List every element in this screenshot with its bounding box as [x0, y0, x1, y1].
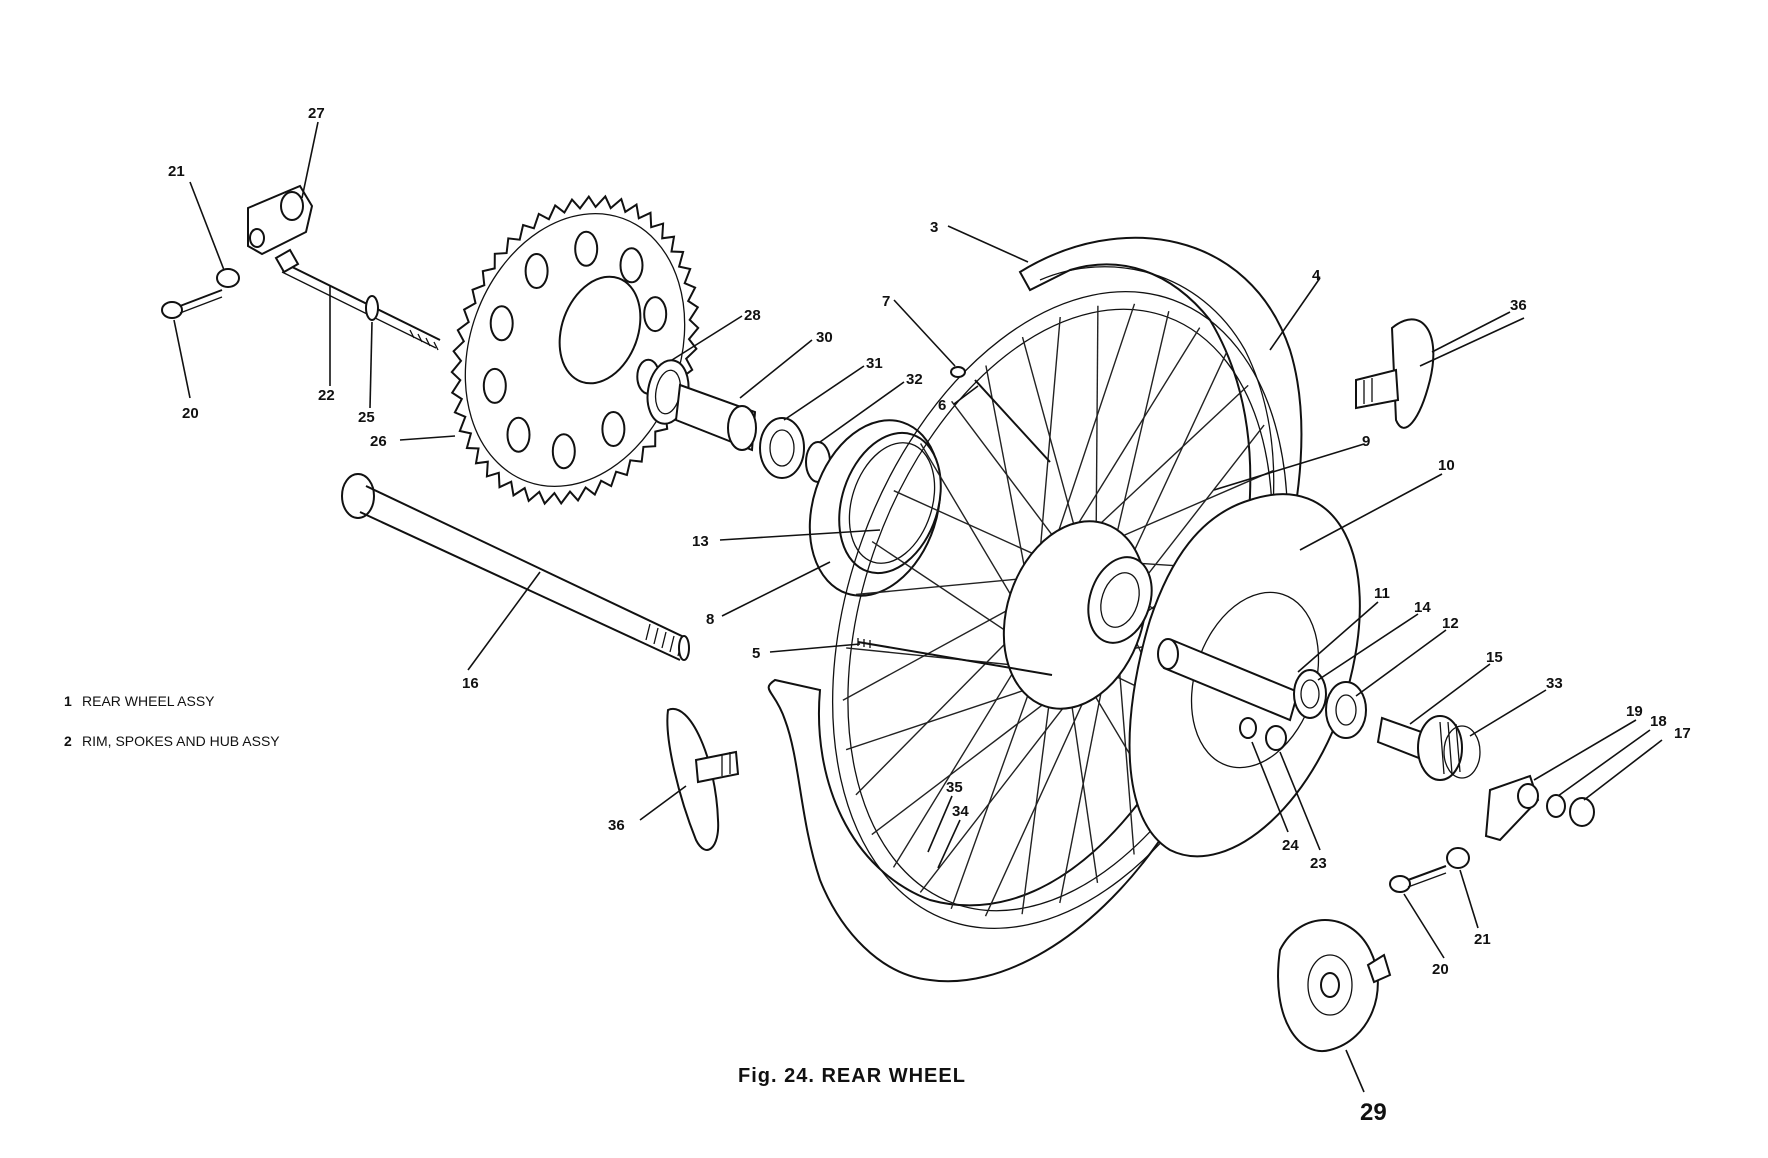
callout-16: 16 — [462, 675, 479, 692]
callout-8: 8 — [706, 611, 714, 628]
spoke-line — [1021, 336, 1084, 559]
callout-28: 28 — [744, 307, 761, 324]
sprocket-hole — [619, 247, 644, 284]
callout-14: 14 — [1414, 599, 1431, 616]
callout-4: 4 — [1312, 267, 1321, 284]
sprocket-hole — [643, 296, 668, 333]
callout-numbers: 27 21 20 22 25 26 28 30 31 32 13 8 16 5 … — [168, 105, 1691, 978]
callout-13: 13 — [692, 533, 709, 550]
wheel-spindle-16 — [341, 473, 690, 661]
callout-31: 31 — [866, 355, 883, 372]
spoke-line — [855, 575, 1046, 596]
sprocket-hole — [551, 433, 576, 470]
callout-3: 3 — [930, 219, 938, 236]
spacer-11 — [1157, 638, 1300, 722]
legend-1-text: REAR WHEEL ASSY — [82, 693, 215, 709]
adjuster-bolt-22 — [274, 248, 441, 351]
callout-17: 17 — [1674, 725, 1691, 742]
parts-legend: 1 REAR WHEEL ASSY 2 RIM, SPOKES AND HUB … — [64, 693, 280, 749]
sprocket-hole — [482, 367, 507, 404]
callout-21-left: 21 — [168, 163, 185, 180]
legend-1-number: 1 — [64, 693, 72, 709]
callout-6: 6 — [938, 397, 946, 414]
callout-24: 24 — [1282, 837, 1299, 854]
leader-lines — [173, 121, 1663, 1093]
callout-22: 22 — [318, 387, 335, 404]
spoke-line — [951, 400, 1070, 559]
callout-25: 25 — [358, 409, 375, 426]
sheet-number: 29 — [1360, 1099, 1387, 1126]
speedo-gearbox-29 — [1277, 919, 1392, 1053]
callout-12: 12 — [1442, 615, 1459, 632]
callout-32: 32 — [906, 371, 923, 388]
bolt-20-left — [161, 289, 223, 319]
callout-10: 10 — [1438, 457, 1455, 474]
spacer-30 — [674, 383, 757, 452]
washer-24 — [1239, 717, 1257, 739]
callout-15: 15 — [1486, 649, 1503, 666]
callout-27: 27 — [308, 105, 325, 122]
bolt-20-right — [1389, 865, 1447, 893]
callout-19: 19 — [1626, 703, 1643, 720]
bearing-12 — [1325, 681, 1367, 739]
chain-adjuster-27 — [247, 184, 314, 256]
hub — [1002, 520, 1153, 710]
callout-20-right: 20 — [1432, 961, 1449, 978]
speedo-drive-33 — [1417, 715, 1481, 781]
callout-20-left: 20 — [182, 405, 199, 422]
callout-21-right: 21 — [1474, 931, 1491, 948]
sprocket-26 — [450, 194, 700, 506]
rim-lock-36-right — [1355, 318, 1435, 429]
nut-21-left — [216, 268, 240, 288]
nut-21-right — [1446, 847, 1470, 869]
seal-14 — [1293, 669, 1327, 719]
washer-18 — [1546, 794, 1566, 818]
rim-lock-36-left — [666, 707, 740, 851]
sprocket-hole — [489, 305, 514, 342]
callout-36-left: 36 — [608, 817, 625, 834]
legend-2-number: 2 — [64, 733, 72, 749]
callout-34: 34 — [952, 803, 969, 820]
adjuster-19 — [1484, 774, 1540, 842]
sprocket-hole — [506, 416, 531, 453]
spoke-line — [893, 490, 1057, 565]
nut-23 — [1265, 725, 1287, 751]
callout-11: 11 — [1374, 585, 1390, 602]
nut-17 — [1569, 797, 1595, 827]
bearing-31 — [759, 417, 805, 479]
callout-18: 18 — [1650, 713, 1667, 730]
washer-25 — [365, 295, 379, 321]
callout-26: 26 — [370, 433, 387, 450]
callout-7: 7 — [882, 293, 890, 310]
spoke-6 — [974, 379, 1051, 463]
figure-caption: Fig. 24. REAR WHEEL — [738, 1065, 966, 1087]
callout-30: 30 — [816, 329, 833, 346]
callout-33: 33 — [1546, 675, 1563, 692]
callout-5: 5 — [752, 645, 760, 662]
legend-2-text: RIM, SPOKES AND HUB ASSY — [82, 733, 280, 749]
callout-9: 9 — [1362, 433, 1370, 450]
sprocket-hole — [574, 230, 599, 267]
sprocket-hole — [524, 253, 549, 289]
callout-36-right: 36 — [1510, 297, 1527, 314]
sprocket-hole — [601, 411, 626, 447]
nipple-7 — [950, 366, 966, 378]
callout-35: 35 — [946, 779, 963, 796]
callout-23: 23 — [1310, 855, 1327, 872]
